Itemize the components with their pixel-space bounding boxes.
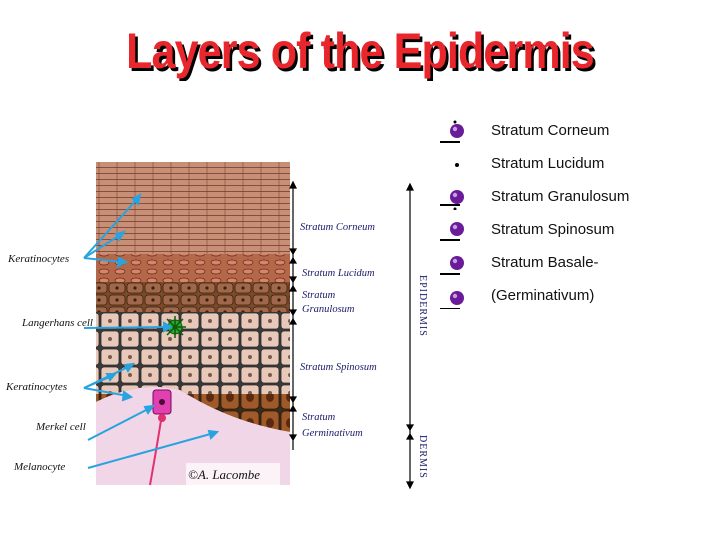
credit-text: ©A. Lacombe <box>188 467 260 482</box>
purple-dot-bullet-icon <box>440 190 464 210</box>
layer-bullet-list: Stratum Corneum Stratum Lucidum Stratum … <box>440 118 720 316</box>
label-stratum-germinativum-1: Stratum <box>302 412 336 423</box>
label-keratinocytes-top: Keratinocytes <box>7 253 69 265</box>
label-stratum-spinosum: Stratum Spinosum <box>300 362 377 373</box>
stratum-spinosum-layer <box>96 312 290 394</box>
bullet-item: Stratum Spinosum <box>440 217 720 250</box>
label-langerhans: Langerhans cell <box>21 317 93 329</box>
bullet-item: Stratum Lucidum <box>440 151 720 184</box>
bullet-item: (Germinativum) <box>440 283 720 316</box>
bullet-label: Stratum Basale- <box>491 254 599 271</box>
pointer-arrows <box>83 193 220 469</box>
stratum-basale-layer <box>96 386 290 432</box>
stratum-lucidum-layer <box>96 254 290 282</box>
label-stratum-granulosum-1: Stratum <box>302 290 336 301</box>
bullet-item: Stratum Granulosum <box>440 184 720 217</box>
label-dermis: DERMIS <box>417 435 428 479</box>
label-stratum-germinativum-2: Germinativum <box>302 428 363 439</box>
melanocyte-cell <box>158 414 166 422</box>
merkel-cell-nucleus <box>159 399 165 405</box>
label-keratinocytes-bottom: Keratinocytes <box>5 381 67 393</box>
purple-dot-bullet-icon <box>440 291 464 309</box>
bullet-item: Stratum Basale- <box>440 250 720 283</box>
layer-labels: Stratum Corneum Stratum Lucidum Stratum … <box>300 222 428 479</box>
label-melanocyte: Melanocyte <box>13 461 65 473</box>
purple-dot-bullet-icon <box>440 120 464 143</box>
label-stratum-granulosum-2: Granulosum <box>302 304 355 315</box>
stratum-corneum-layer <box>96 162 290 254</box>
label-merkel: Merkel cell <box>35 421 86 433</box>
purple-dot-bullet-icon <box>440 222 464 241</box>
bullet-label: Stratum Granulosum <box>491 188 630 205</box>
bullet-item: Stratum Corneum <box>440 118 720 151</box>
layer-brackets <box>288 180 415 490</box>
label-epidermis: EPIDERMIS <box>417 275 428 337</box>
label-stratum-lucidum: Stratum Lucidum <box>302 268 375 279</box>
label-stratum-corneum: Stratum Corneum <box>300 222 375 233</box>
credit-box <box>186 463 280 485</box>
left-labels: Keratinocytes Langerhans cell Keratinocy… <box>5 253 93 473</box>
purple-dot-bullet-icon <box>440 256 464 275</box>
bullet-label: Stratum Lucidum <box>491 155 605 172</box>
langerhans-cell-icon <box>164 316 186 338</box>
skin-cross-section: ©A. Lacombe <box>96 162 290 486</box>
stratum-granulosum-layer <box>96 282 290 312</box>
slide-title: Layers of the Epidermis <box>126 23 595 79</box>
bullet-label: Stratum Spinosum <box>491 221 615 238</box>
bullet-label: (Germinativum) <box>491 287 595 304</box>
bullet-label: Stratum Corneum <box>491 122 610 139</box>
small-black-dot-icon <box>455 163 459 167</box>
epidermis-diagram: ©A. Lacombe Keratinocytes Langerhans cel… <box>5 162 428 490</box>
